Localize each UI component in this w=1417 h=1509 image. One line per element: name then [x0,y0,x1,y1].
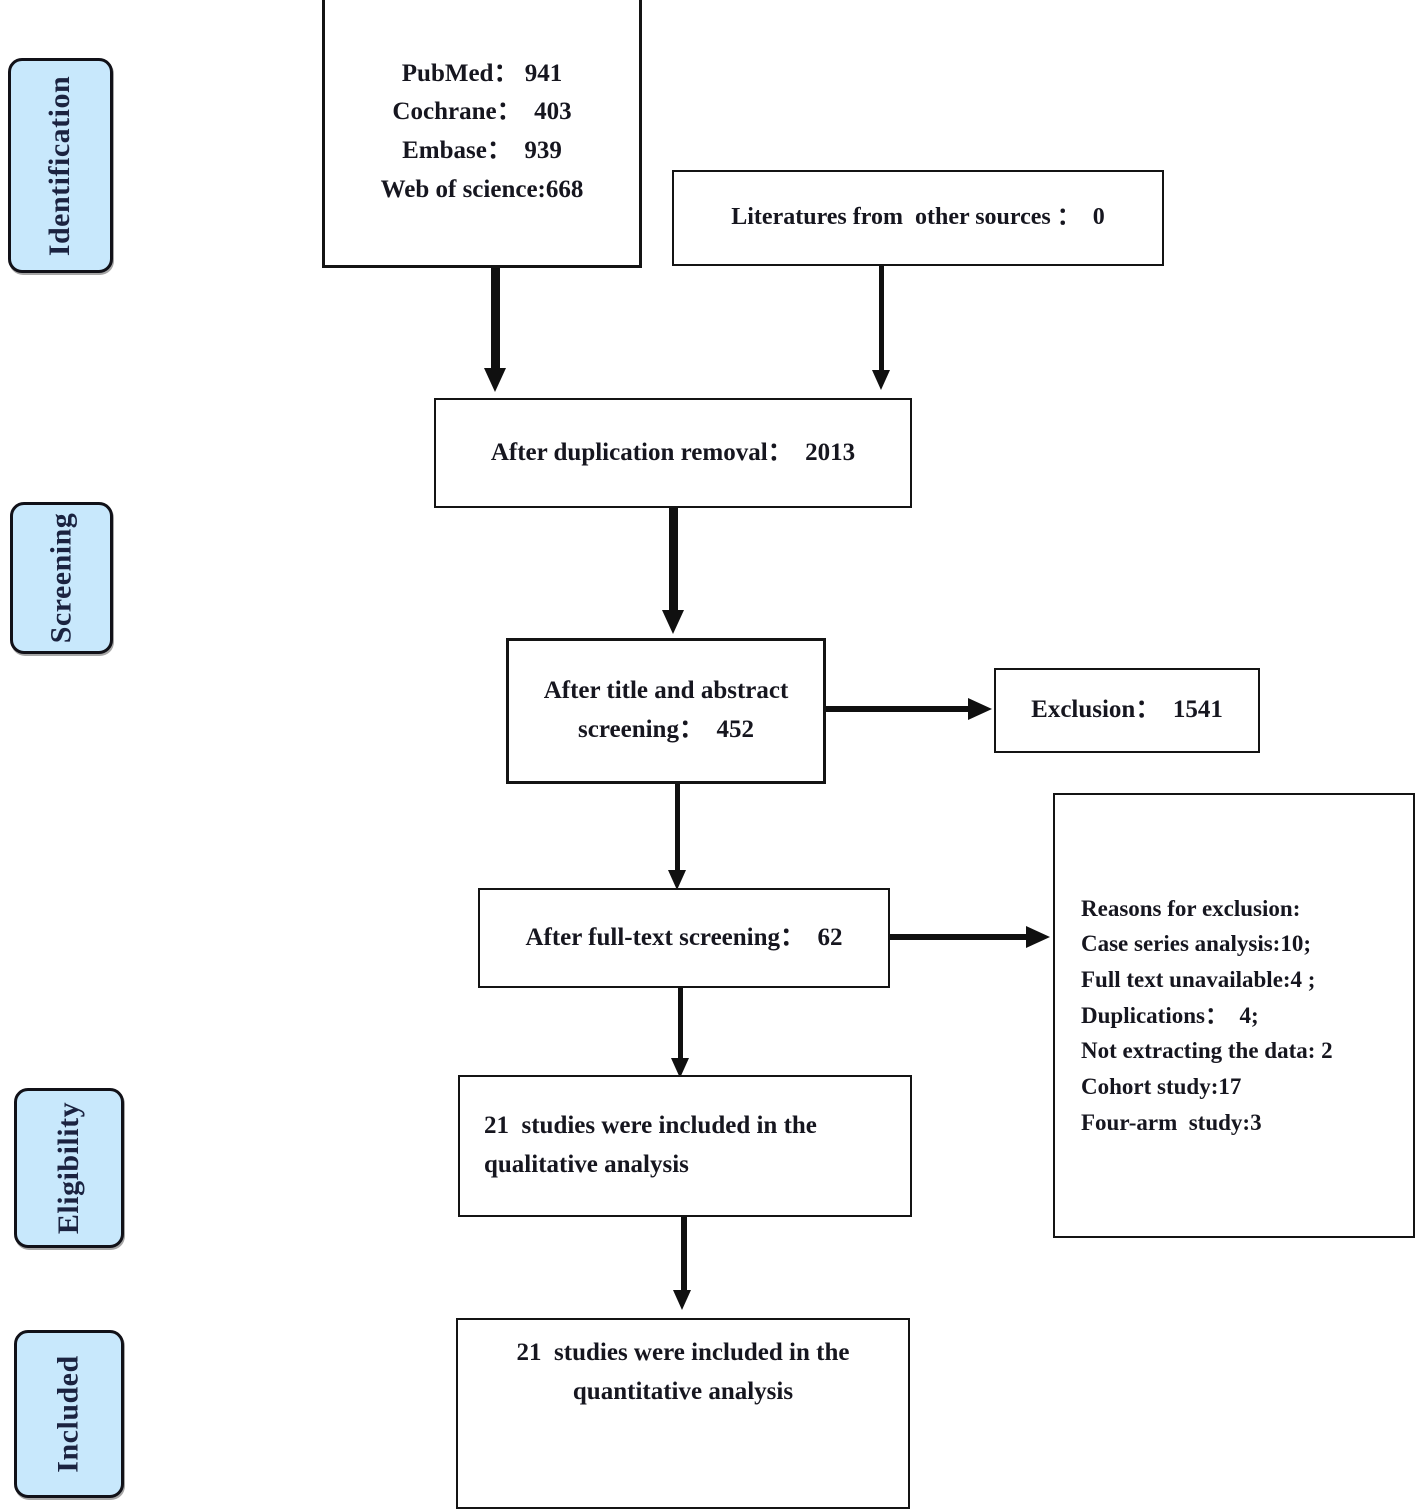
arrowhead-title-abstract-to-full-text [668,870,686,890]
connector-qualitative-to-quantitative [681,1217,687,1297]
database-line-pubmed: PubMed： 941 [401,59,563,87]
quantitative-line-2: quantitative analysis [572,1377,794,1405]
title-abstract-line-2: screening： 452 [578,716,754,743]
database-line-cochrane: Cochrane： 403 [392,98,572,126]
other-sources-text: Literatures from other sources ： 0 [731,204,1105,231]
reason-line-duplications: Duplications： 4; [1081,1002,1259,1028]
connector-title-abstract-to-exclusion [826,706,972,712]
stage-label-included: Included [14,1330,124,1498]
reason-line-full-text-unavailable: Full text unavailable:4 ; [1081,967,1316,993]
box-quantitative-analysis: 21 studies were included in the quantita… [456,1318,910,1509]
qualitative-line-1: 21 studies were included in the [484,1112,817,1140]
full-text-screening-text: After full-text screening： 62 [525,923,843,951]
exclusion-text: Exclusion： 1541 [1031,696,1223,724]
qualitative-line-2: qualitative analysis [484,1151,689,1178]
arrowhead-databases-to-duplication [484,368,506,392]
connector-full-text-to-qualitative [678,988,683,1064]
database-line-web-of-science: Web of science:668 [380,175,584,203]
box-database-search-results: PubMed： 941 Cochrane： 403 Embase： 939 We… [322,0,642,268]
box-after-full-text-screening: After full-text screening： 62 [478,888,890,988]
connector-other-sources-to-duplication [879,266,884,374]
stage-label-screening: Screening [10,502,113,654]
quantitative-line-1: 21 studies were included in the [516,1339,850,1366]
box-after-title-abstract-screening: After title and abstract screening： 452 [506,638,826,784]
reason-line-heading: Reasons for exclusion: [1081,895,1301,921]
connector-full-text-to-reasons [890,934,1030,940]
title-abstract-line-1: After title and abstract [543,677,789,705]
box-qualitative-analysis: 21 studies were included in the qualitat… [458,1075,912,1217]
arrowhead-full-text-to-reasons [1026,926,1050,948]
box-reasons-for-exclusion: Reasons for exclusion: Case series analy… [1053,793,1415,1238]
arrowhead-duplication-to-title-abstract [662,610,684,634]
reason-line-case-series: Case series analysis:10; [1081,931,1311,957]
stage-label-eligibility: Eligibility [14,1088,124,1248]
connector-databases-to-duplication [491,268,500,373]
connector-duplication-to-title-abstract [669,508,678,614]
connector-title-abstract-to-full-text [675,784,680,876]
stage-label-eligibility-text: Eligibility [52,1101,86,1235]
stage-label-identification: Identification [8,58,113,273]
arrowhead-other-sources-to-duplication [872,370,890,390]
after-duplication-removal-text: After duplication removal： 2013 [490,438,856,466]
reason-line-not-extracting: Not extracting the data: 2 [1081,1038,1333,1064]
arrowhead-title-abstract-to-exclusion [968,698,992,720]
reason-line-cohort-study: Cohort study:17 [1081,1073,1242,1099]
box-exclusion-count: Exclusion： 1541 [994,668,1260,753]
reason-line-four-arm-study: Four-arm study:3 [1081,1109,1262,1135]
box-other-sources: Literatures from other sources ： 0 [672,170,1164,266]
stage-label-screening-text: Screening [44,512,78,644]
box-after-duplication-removal: After duplication removal： 2013 [434,398,912,508]
stage-label-identification-text: Identification [43,75,77,256]
database-line-embase: Embase： 939 [402,137,562,164]
arrowhead-full-text-to-qualitative [671,1058,689,1078]
arrowhead-qualitative-to-quantitative [673,1290,691,1310]
stage-label-included-text: Included [52,1355,86,1473]
